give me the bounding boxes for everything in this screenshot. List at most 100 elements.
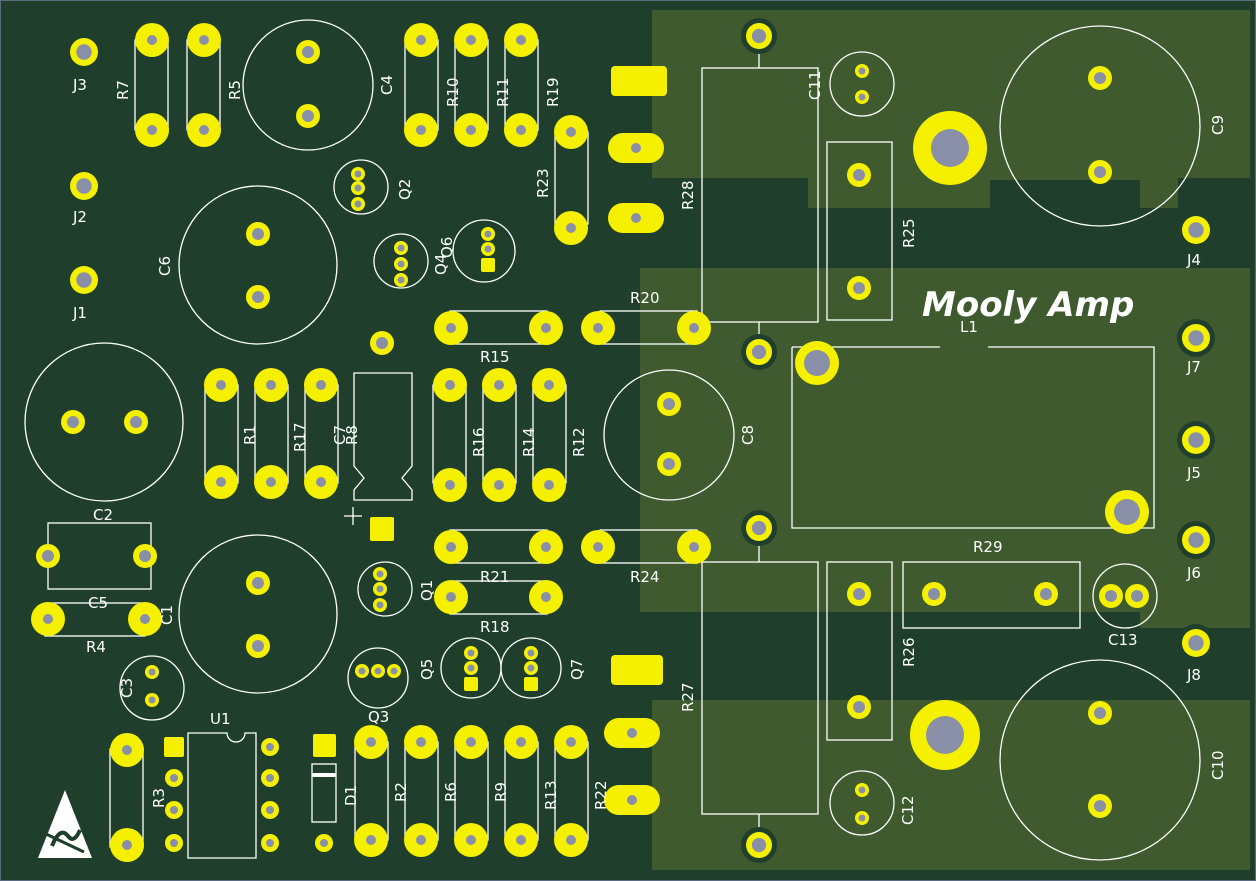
drill-hole [858,67,866,75]
label-Q3: Q3 [368,708,389,726]
drill-hole [527,664,535,672]
drill-hole [566,127,576,137]
drill-hole [320,839,328,847]
drill-hole [397,244,405,252]
drill-hole [358,667,366,675]
drill-hole [1094,72,1106,84]
drill-hole [147,125,157,135]
pad [524,677,538,691]
label-R15: R15 [480,348,510,366]
drill-hole [42,550,54,562]
pad [611,655,663,685]
label-C13: C13 [1108,631,1138,649]
drill-hole [416,835,426,845]
drill-hole [484,245,492,253]
drill-hole [804,350,830,376]
label-R11: R11 [494,77,512,107]
drill-hole [199,35,209,45]
drill-hole [266,806,274,814]
label-R24: R24 [630,568,660,586]
drill-hole [494,380,504,390]
drill-hole [446,542,456,552]
drill-hole [466,35,476,45]
label-R13: R13 [542,780,560,810]
drill-hole [199,125,209,135]
drill-hole [467,649,475,657]
drill-hole [302,46,314,58]
drill-hole [516,35,526,45]
label-J3: J3 [72,76,87,94]
drill-hole [170,806,178,814]
drill-hole [926,716,964,754]
label-J5: J5 [1186,464,1201,482]
label-R4: R4 [86,638,106,656]
drill-hole [445,480,455,490]
pad [164,737,184,757]
esd-warning-icon [38,790,92,858]
pad [464,677,478,691]
drill-hole [516,737,526,747]
pad [313,734,336,757]
drill-hole [751,344,767,360]
drill-hole [43,614,53,624]
label-R17: R17 [291,422,309,452]
drill-hole [751,520,767,536]
label-Q7: Q7 [568,659,586,680]
drill-hole [467,664,475,672]
label-Q5: Q5 [418,659,436,680]
label-J6: J6 [1186,564,1201,582]
drill-hole [1188,330,1204,346]
label-R25: R25 [900,218,918,248]
label-R20: R20 [630,289,660,307]
label-R9: R9 [492,782,510,802]
drill-hole [627,728,637,738]
label-R18: R18 [480,618,510,636]
drill-hole [663,458,675,470]
label-C2: C2 [93,506,113,524]
label-R21: R21 [480,568,510,586]
drill-hole [376,337,388,349]
label-C12: C12 [899,795,917,825]
drill-hole [376,585,384,593]
drill-hole [627,795,637,805]
label-R10: R10 [444,77,462,107]
drill-hole [1094,166,1106,178]
drill-hole [416,125,426,135]
drill-hole [516,125,526,135]
drill-hole [148,668,156,676]
pad [370,517,394,541]
label-R14: R14 [520,427,538,457]
drill-hole [631,143,641,153]
drill-hole [541,542,551,552]
drill-hole [1131,590,1143,602]
drill-hole [858,786,866,794]
label-R28: R28 [679,180,697,210]
label-R7: R7 [114,80,132,100]
drill-hole [266,839,274,847]
label-J2: J2 [72,208,87,226]
label-J1: J1 [72,304,87,322]
label-R16: R16 [470,427,488,457]
drill-hole [140,614,150,624]
drill-hole [544,480,554,490]
drill-hole [266,774,274,782]
drill-hole [446,323,456,333]
drill-hole [252,577,264,589]
drill-hole [397,276,405,284]
drill-hole [354,170,362,178]
label-R22: R22 [592,780,610,810]
drill-hole [466,835,476,845]
pad [611,66,667,96]
drill-hole [1105,590,1117,602]
drill-hole [216,477,226,487]
drill-hole [1114,499,1140,525]
label-R27: R27 [679,682,697,712]
drill-hole [1040,588,1052,600]
drill-hole [376,570,384,578]
drill-hole [376,601,384,609]
drill-hole [566,737,576,747]
drill-hole [76,272,92,288]
drill-hole [541,323,551,333]
drill-hole [147,35,157,45]
